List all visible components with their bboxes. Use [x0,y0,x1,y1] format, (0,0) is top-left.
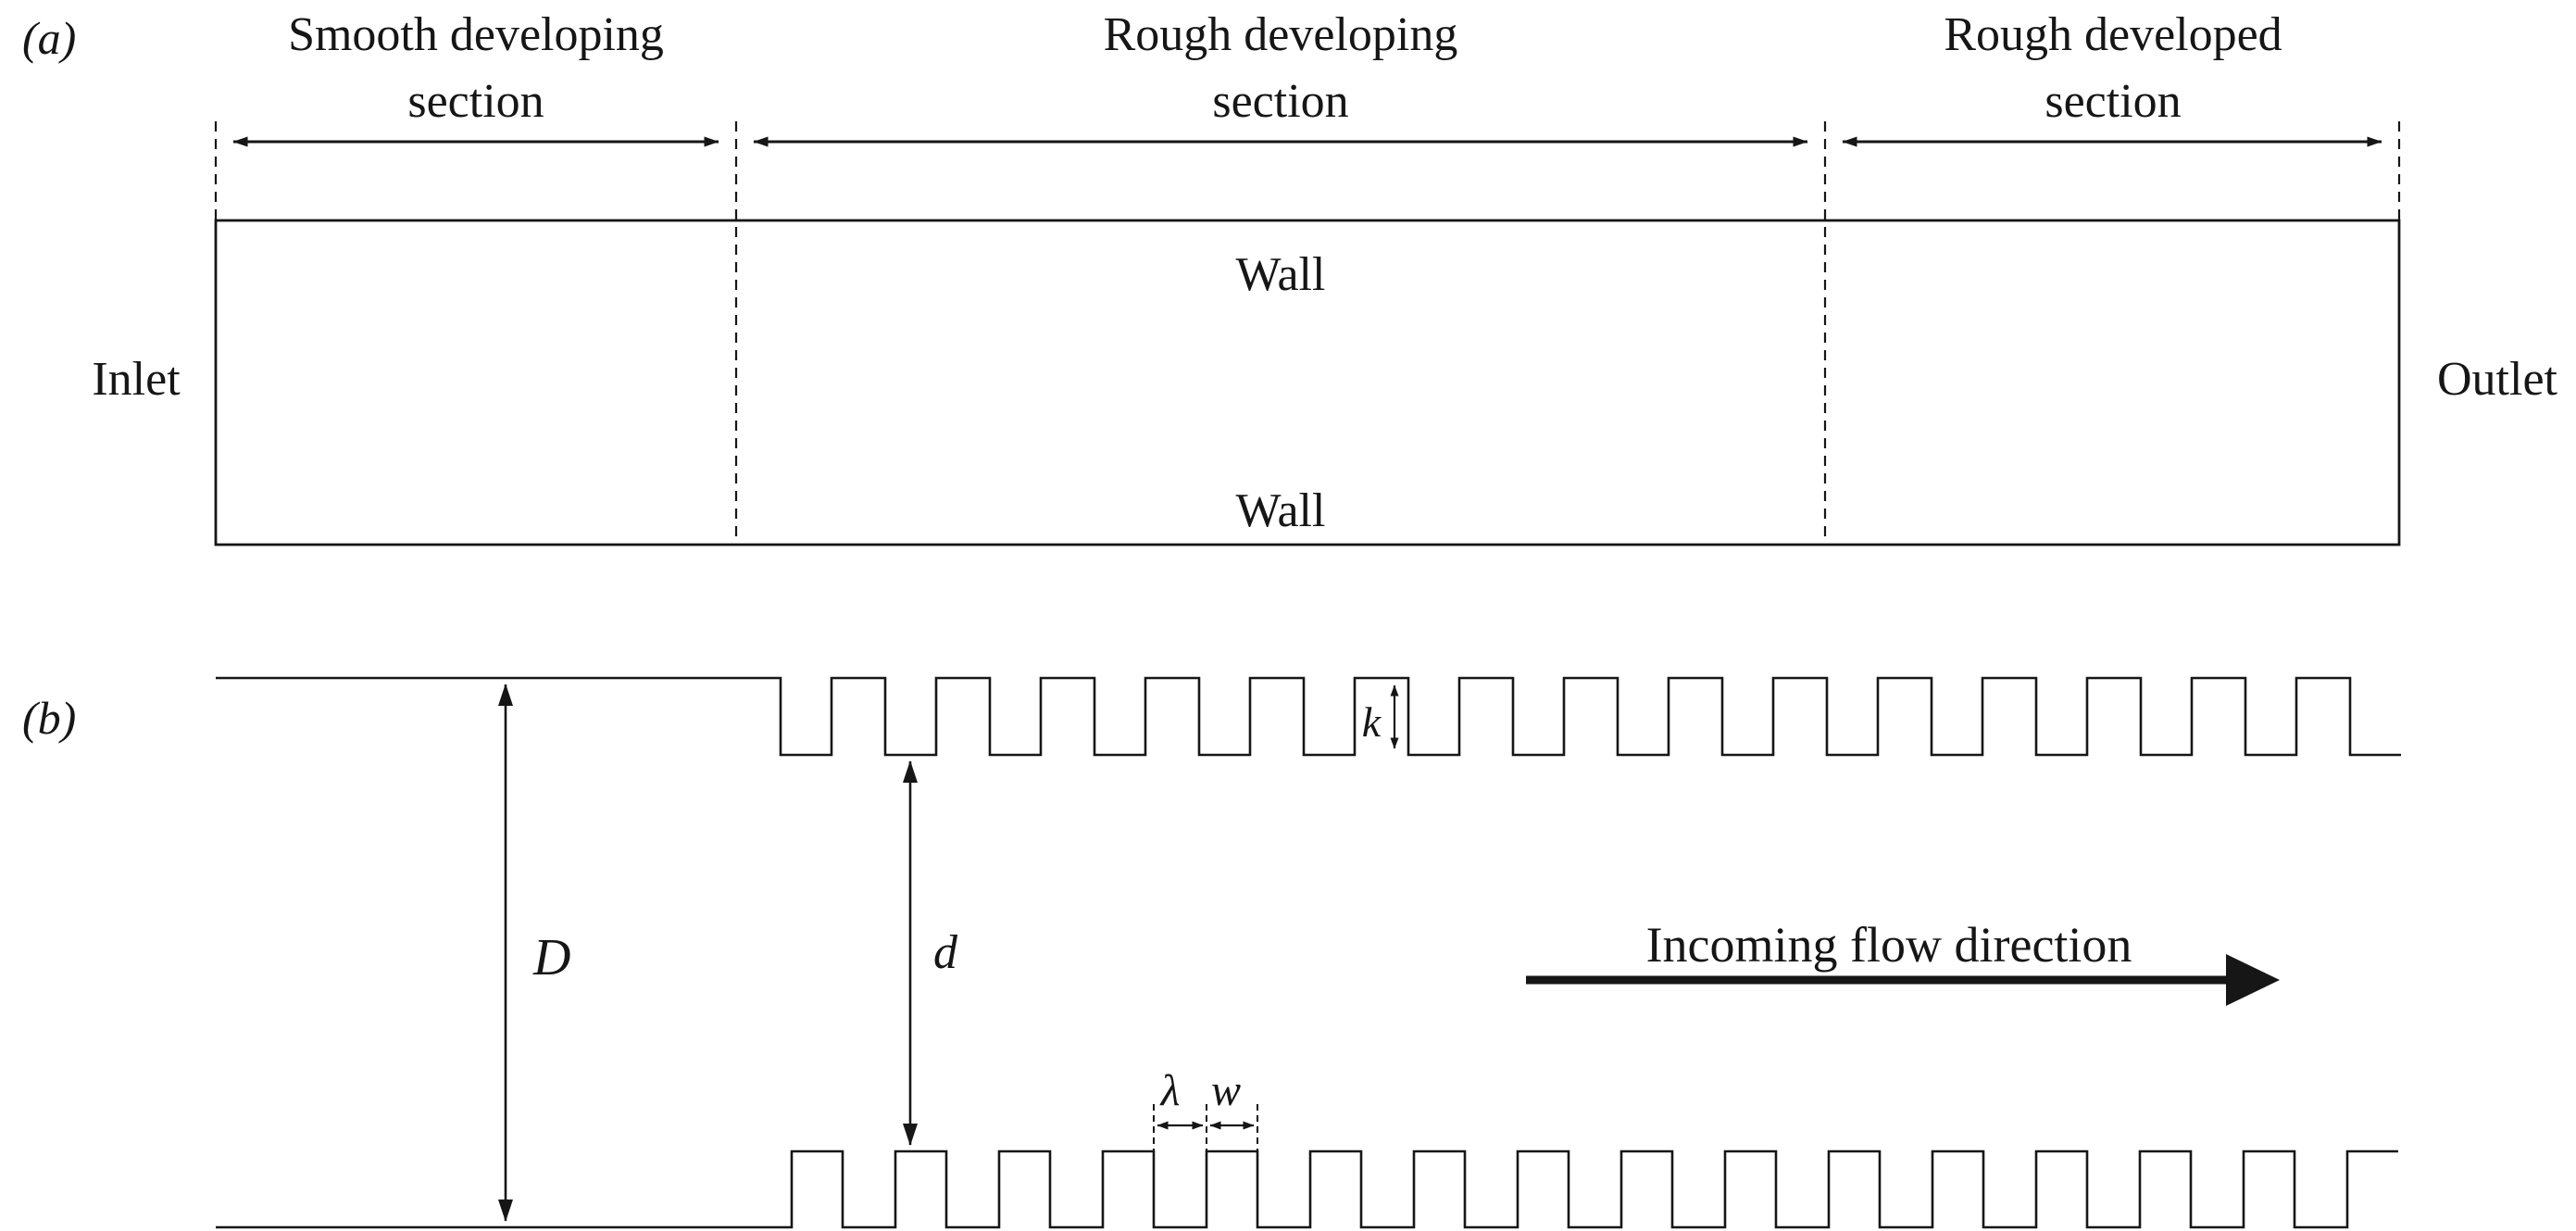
wall-bottom-label: Wall [1236,484,1326,537]
section-title-line1: Rough developing [1104,8,1458,61]
flow-direction-label: Incoming flow direction [1646,917,2132,973]
dim-D-label: D [532,929,570,986]
flow-direction-arrowhead [2226,954,2280,1006]
dim-lambda-label: λ [1159,1066,1181,1115]
panel-a: (a) Smooth developing section Rough deve… [22,8,2558,546]
bottom-wall-profile [216,1149,2398,1229]
top-wall-profile [216,676,2401,757]
outlet-label: Outlet [2437,353,2558,406]
section-title-rough-developing: Rough developing section [1104,8,1458,128]
section-title-line1: Smooth developing [288,8,664,61]
section-title-line2: section [2045,75,2181,128]
section-title-line1: Rough developed [1944,8,2282,61]
dim-w-label: w [1211,1066,1241,1115]
inlet-label: Inlet [92,353,181,406]
section-title-rough-developed: Rough developed section [1944,8,2282,128]
panel-b: (b) D d k λ w Incoming flow direction [22,676,2401,1229]
section-title-smooth-developing: Smooth developing section [288,8,664,128]
section-title-line2: section [1212,75,1348,128]
panel-a-label: (a) [22,12,76,64]
channel-outline [214,219,2401,546]
dim-k-label: k [1362,698,1382,746]
dim-d-label: d [933,926,958,979]
section-title-line2: section [407,75,544,128]
panel-b-label: (b) [22,692,76,744]
wall-top-label: Wall [1236,248,1326,301]
